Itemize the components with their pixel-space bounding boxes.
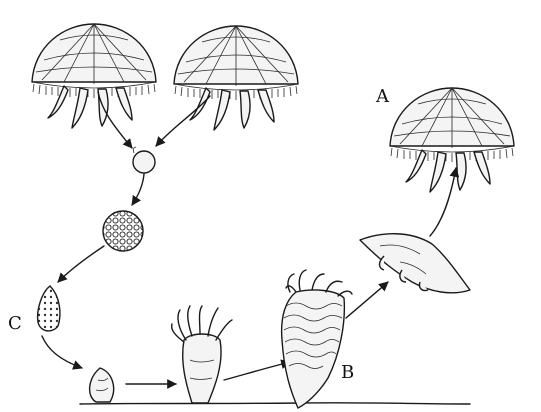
substrate-line [80,403,470,404]
arrow-strobila-to-ephyra [346,282,388,318]
settled-larva [90,368,114,402]
zygote-egg [133,147,155,173]
label-a: A [375,86,390,107]
adult-medusa-right [174,26,298,130]
planula-larva [38,286,60,331]
adult-medusa-left [32,24,156,128]
arrow-gamete-right [156,96,210,146]
adult-medusa-a [390,88,514,192]
scyphistoma-polyp [172,306,232,403]
ephyra [360,234,470,293]
arrow-zygote-to-blastula [132,174,144,205]
label-b: B [341,362,354,383]
arrow-polyp-to-strobila [224,362,290,380]
arrow-blastula-to-planula [58,246,104,282]
arrow-planula-to-settled [42,336,82,368]
blastula [103,211,143,251]
label-c: C [8,313,22,334]
strobila [282,270,352,408]
